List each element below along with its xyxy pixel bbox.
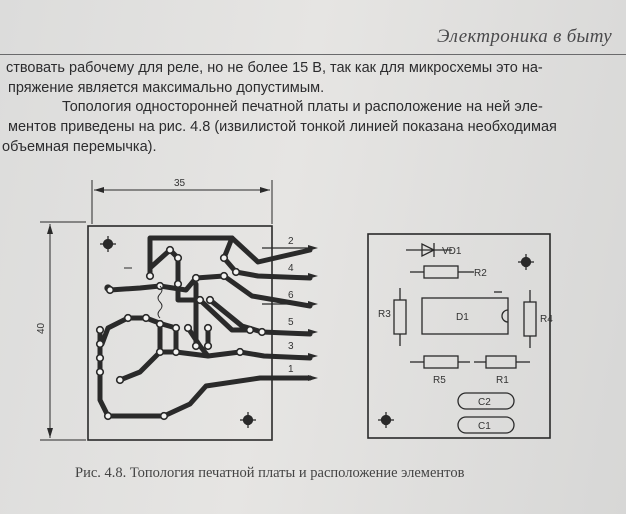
body-text-line: Топология односторонней печатной платы и…	[62, 99, 543, 115]
label-r4: R4	[540, 314, 553, 325]
running-header: Электроника в быту	[437, 26, 612, 47]
pin-label: 1	[288, 364, 294, 375]
label-r3: R3	[378, 309, 391, 320]
pin-label: 4	[288, 263, 294, 274]
figure-caption: Рис. 4.8. Топология печатной платы и рас…	[75, 465, 465, 481]
body-text-line: ствовать рабочему для реле, но не более …	[6, 60, 543, 76]
label-d1: D1	[456, 312, 469, 323]
pcb-topology	[40, 180, 318, 441]
label-r5: R5	[433, 375, 446, 386]
dim-width-label: 35	[174, 178, 186, 189]
header-rule	[0, 54, 626, 55]
label-c2: C2	[478, 397, 491, 408]
pin-label: 6	[288, 290, 294, 301]
label-r1: R1	[496, 375, 509, 386]
board-outline-components	[367, 233, 551, 439]
label-c1: C1	[478, 421, 491, 432]
body-text-line: ментов приведены на рис. 4.8 (извилистой…	[8, 119, 557, 135]
label-vd1: VD1	[442, 246, 462, 257]
pin-label: 5	[288, 317, 294, 328]
dim-height-label: 40	[36, 322, 47, 334]
pin-label: 3	[288, 341, 294, 352]
label-r2: R2	[474, 268, 487, 279]
body-text-line: пряжение является максимально допустимым…	[8, 80, 325, 96]
body-text-line: объемная перемычка).	[2, 139, 157, 155]
component-placement	[367, 233, 551, 439]
pin-label: 2	[288, 236, 294, 247]
